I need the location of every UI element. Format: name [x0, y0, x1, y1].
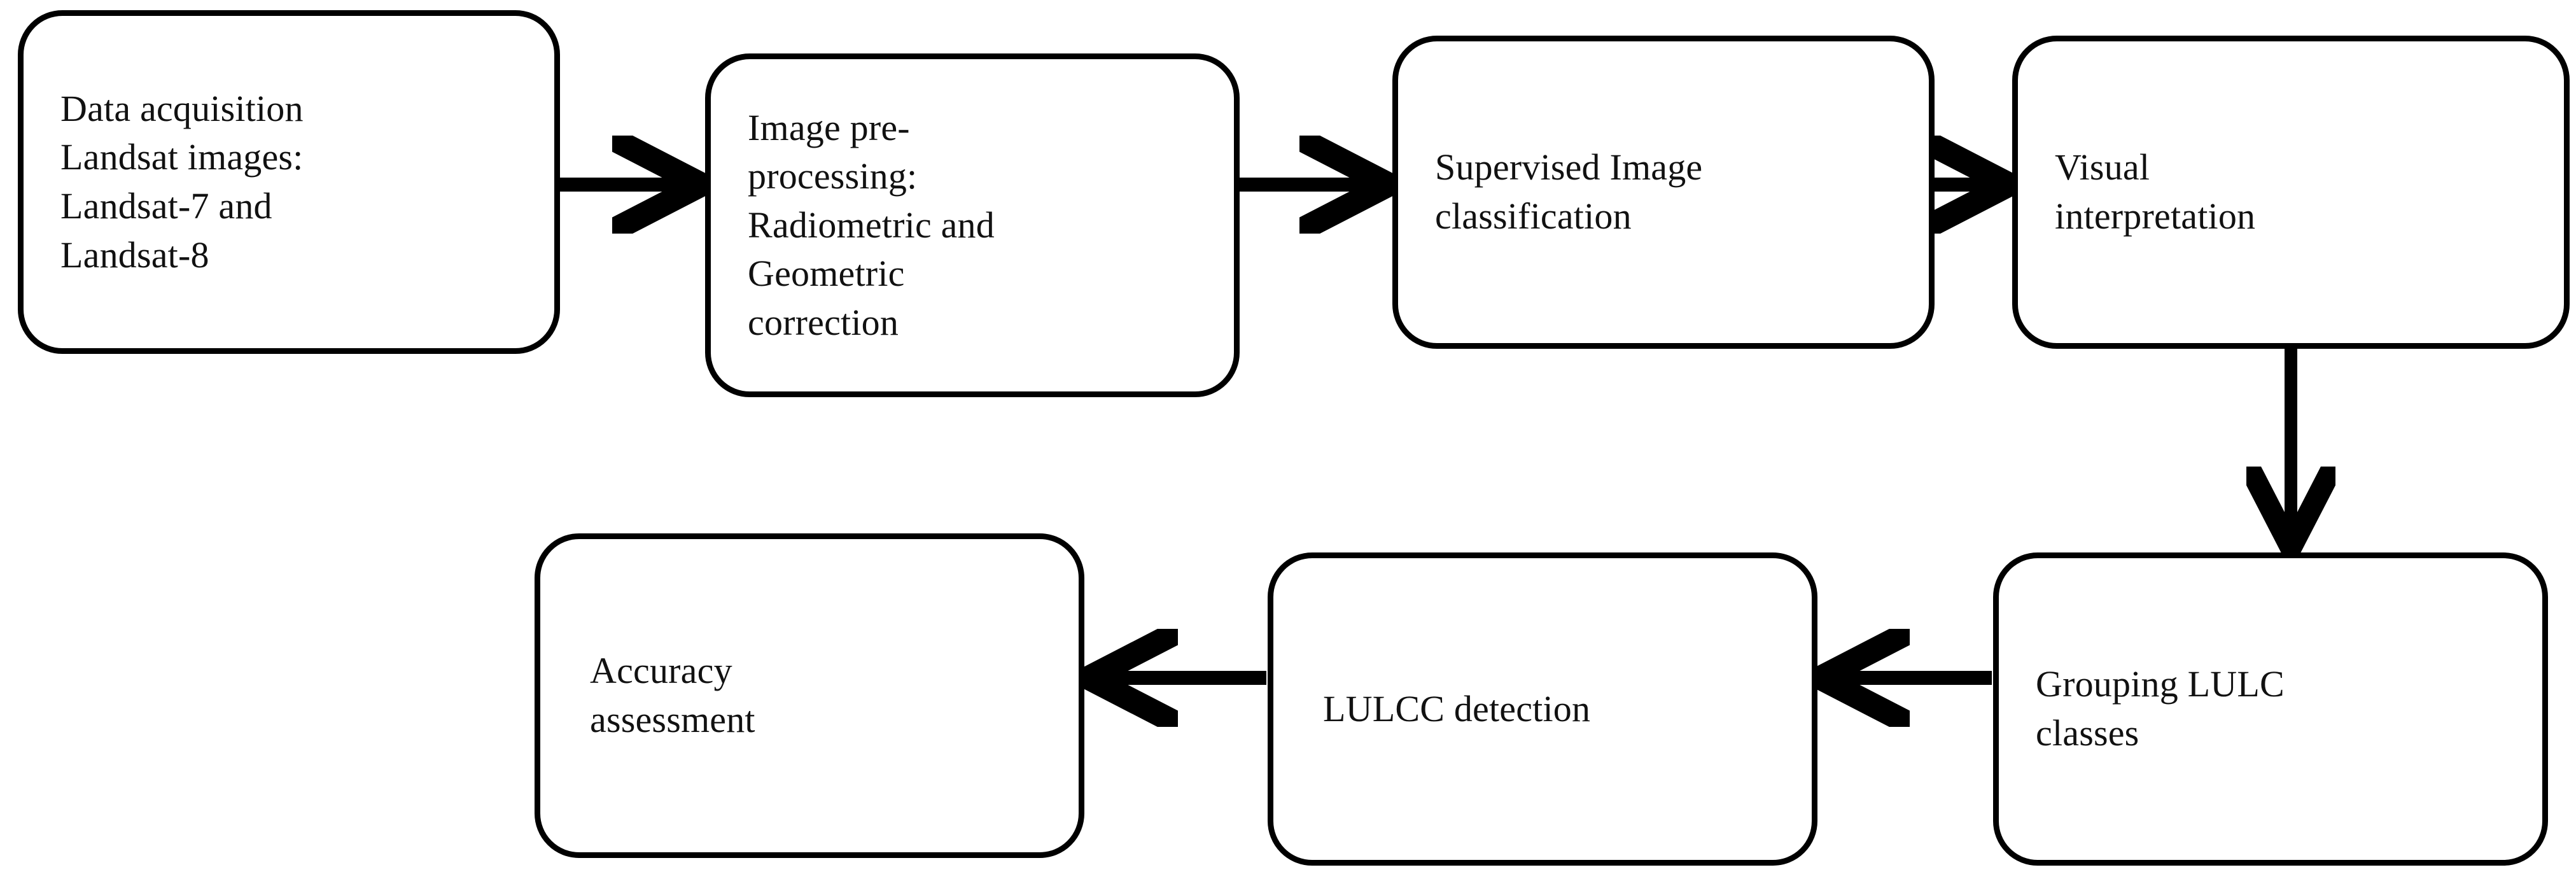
node-accuracy-assessment[interactable]: Accuracy assessment — [535, 533, 1084, 858]
node-lulcc-detection-label: LULCC detection — [1323, 687, 1591, 729]
node-grouping-lulc-label: Grouping LULC classes — [2036, 663, 2285, 754]
node-image-preprocessing[interactable]: Image pre- processing: Radiometric and G… — [705, 53, 1240, 397]
node-image-preprocessing-label: Image pre- processing: Radiometric and G… — [748, 106, 995, 343]
node-lulcc-detection[interactable]: LULCC detection — [1268, 552, 1817, 866]
node-data-acquisition-label: Data acquisition Landsat images: Landsat… — [60, 87, 304, 276]
node-accuracy-assessment-label: Accuracy assessment — [590, 650, 755, 740]
node-visual-interpretation-label: Visual interpretation — [2055, 146, 2256, 237]
node-grouping-lulc[interactable]: Grouping LULC classes — [1993, 552, 2548, 866]
node-data-acquisition[interactable]: Data acquisition Landsat images: Landsat… — [18, 10, 560, 354]
node-supervised-classification-label: Supervised Image classification — [1435, 146, 1703, 237]
node-visual-interpretation[interactable]: Visual interpretation — [2012, 36, 2570, 349]
node-supervised-classification[interactable]: Supervised Image classification — [1392, 36, 1935, 349]
